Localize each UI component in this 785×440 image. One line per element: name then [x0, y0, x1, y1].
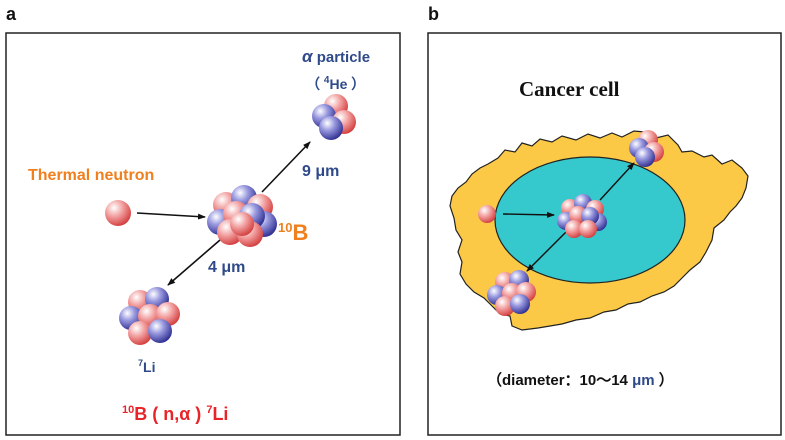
alpha-arrow: [261, 141, 311, 193]
cell-alpha-particle-icon: [629, 130, 664, 167]
thermal-neutron-label: Thermal neutron: [28, 167, 154, 184]
lithium-symbol: Li: [143, 359, 155, 375]
neutron-arrow: [136, 212, 206, 220]
lithium-label: 7Li: [138, 358, 155, 375]
cancer-cell-title: Cancer cell: [519, 77, 620, 101]
reaction-lithium-mass: 7: [206, 404, 212, 416]
alpha-symbol: α: [302, 47, 314, 66]
helium-symbol: He ）: [329, 76, 365, 92]
diameter-unit: μm: [632, 372, 655, 389]
lithium-nucleus-icon: [119, 287, 180, 345]
cell-neutron-arrow: [502, 211, 555, 218]
alpha-particle-icon: [312, 94, 356, 140]
lithium-distance-label: 4 μm: [208, 259, 245, 276]
reaction-lithium-symbol: Li: [212, 404, 228, 424]
cell-alpha-arrow: [599, 162, 635, 201]
reaction-middle: B ( n,α ): [134, 404, 206, 424]
panel-a-letter: a: [6, 4, 17, 24]
alpha-particle-label: α particle: [302, 47, 370, 66]
cell-boron-nucleus-icon: [557, 194, 607, 238]
reaction-equation: 10B ( n,α ) 7Li: [122, 404, 228, 424]
helium-label: （ 4He ）: [306, 75, 365, 92]
cell-lithium-arrow: [526, 231, 567, 272]
boron-mass-number: 10: [278, 220, 292, 235]
boron-label: 10B: [278, 220, 308, 245]
thermal-neutron-sphere: [105, 200, 131, 226]
boron-nucleus-icon: [207, 185, 277, 247]
panel-b-frame: [427, 32, 782, 436]
alpha-distance-label: 9 μm: [302, 163, 339, 180]
cell-neutron-sphere: [478, 205, 496, 223]
cell-lithium-nucleus-icon: [487, 270, 536, 316]
boron-symbol: B: [292, 220, 308, 245]
panel-b-letter: b: [428, 4, 439, 24]
diameter-label: （diameter：10～14 μm ）: [487, 371, 674, 389]
helium-open: （: [306, 76, 324, 92]
diameter-suffix: ）: [655, 371, 674, 389]
diameter-prefix: （diameter：10～14: [487, 371, 632, 389]
alpha-word: particle: [313, 49, 371, 66]
helium-mass-number: 4: [324, 75, 330, 86]
reaction-boron-mass: 10: [122, 404, 134, 416]
panel-a-frame: [5, 32, 401, 436]
lithium-mass-number: 7: [138, 358, 143, 368]
lithium-arrow: [167, 239, 221, 286]
